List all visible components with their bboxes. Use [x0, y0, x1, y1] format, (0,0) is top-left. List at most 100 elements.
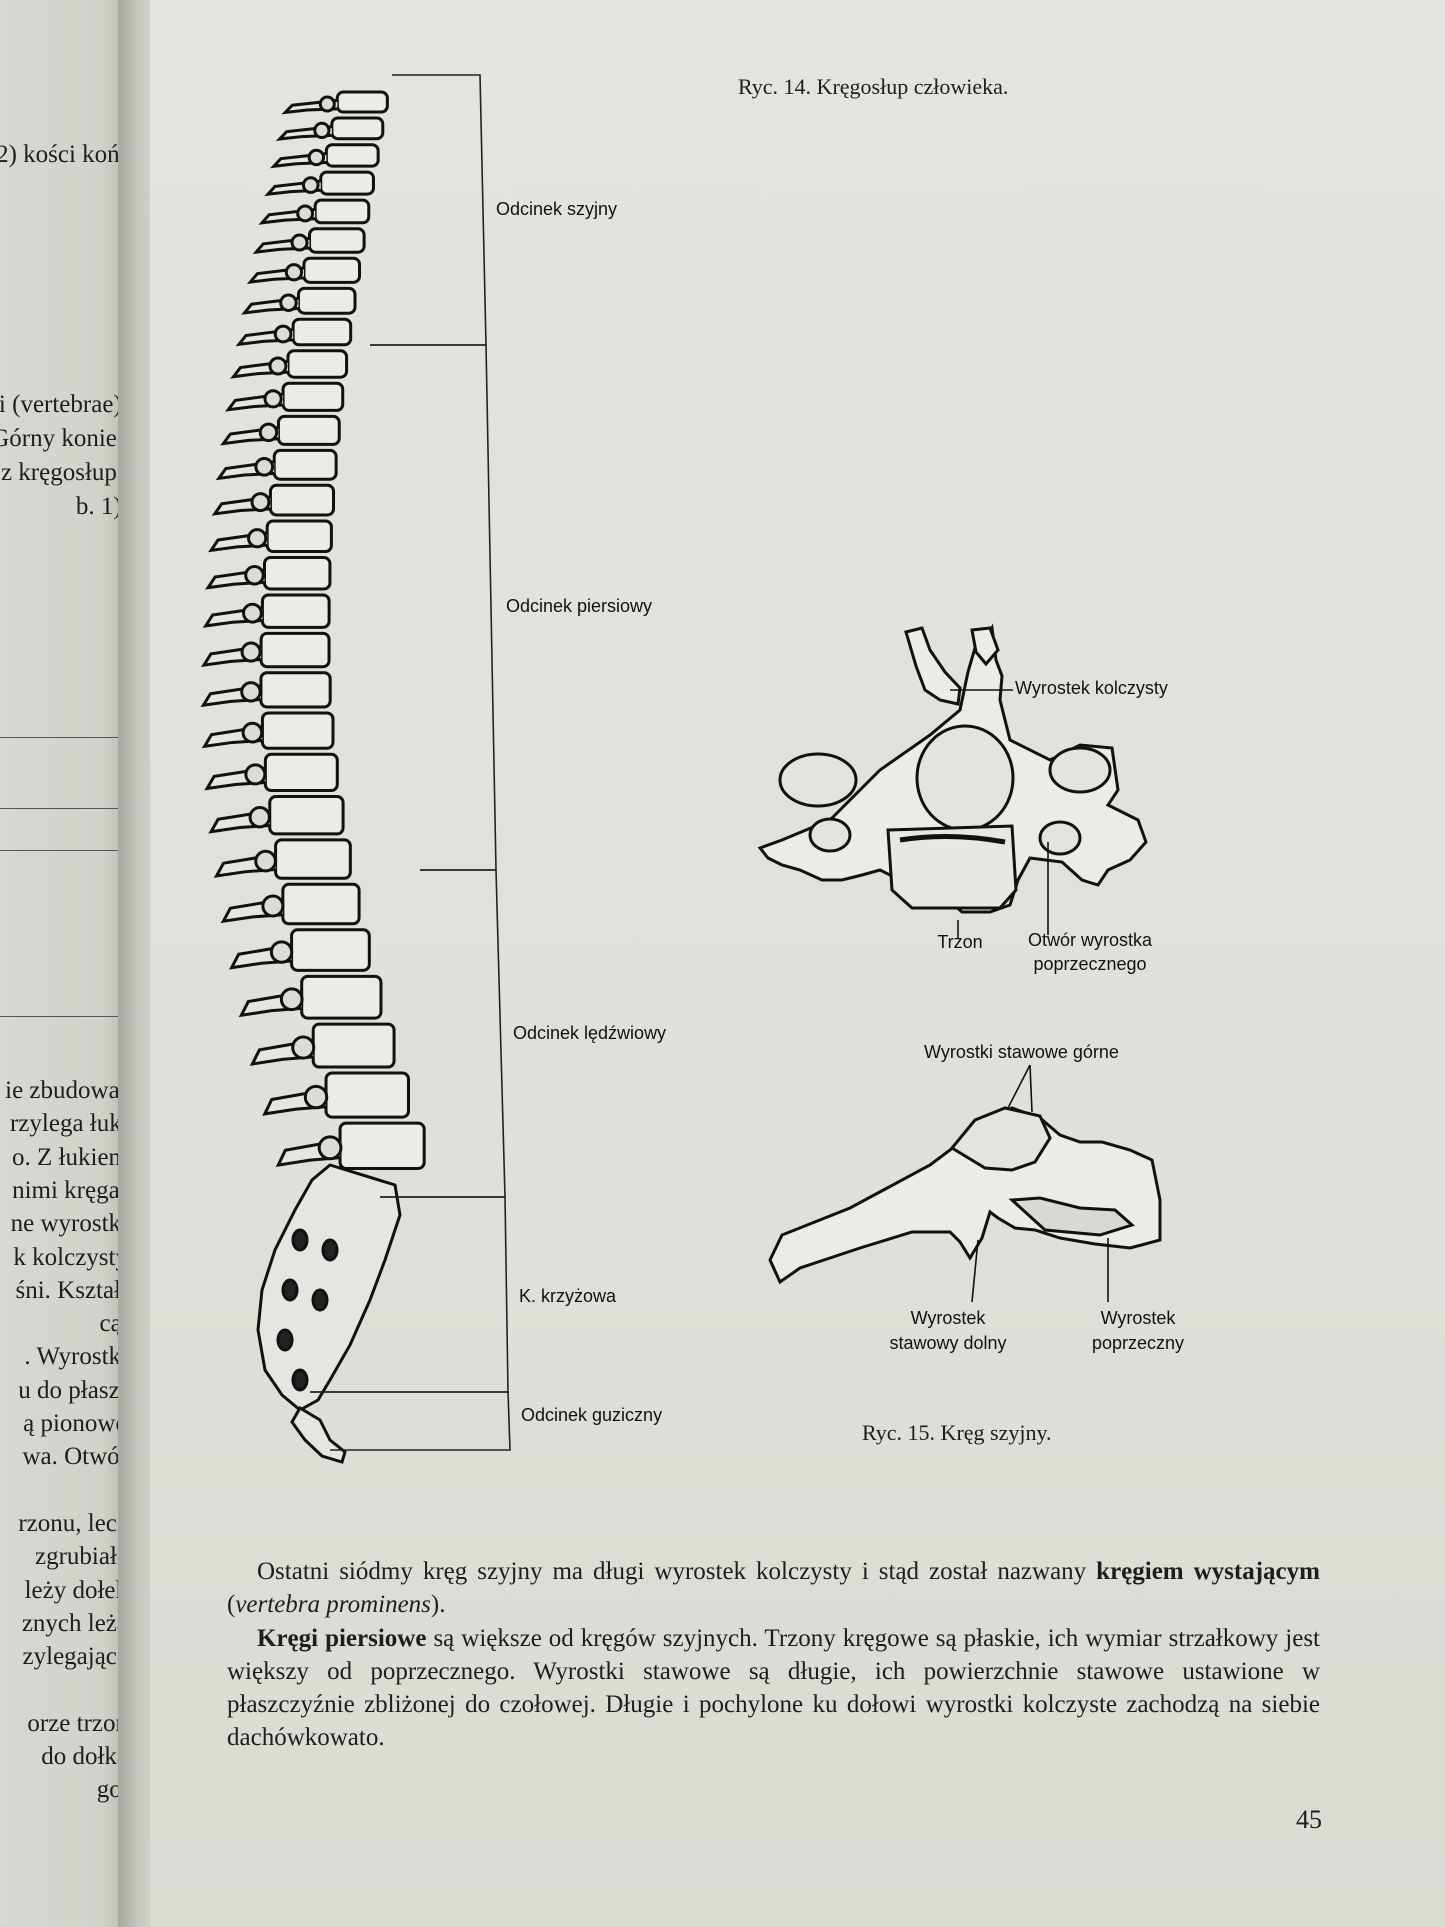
cervical-vertebra-top-view — [757, 623, 1148, 914]
left-page-line: k kolczysty — [13, 1243, 128, 1271]
vertebra-body — [319, 170, 375, 196]
paragraph-vertebra-prominens: Ostatni siódmy kręg szyjny ma długi wyro… — [227, 1555, 1320, 1621]
left-page-line: rzonu, lecz — [18, 1509, 128, 1537]
vertebra-body — [324, 1071, 410, 1119]
vertebra-facet — [240, 641, 262, 663]
vertebra-body — [300, 974, 383, 1020]
vertebra-body — [302, 256, 361, 284]
label-vertebral-body: Trzon — [937, 932, 983, 952]
vertebra-facet — [242, 602, 263, 624]
left-page-line: wa. Otwór — [22, 1443, 128, 1471]
left-page-line: orze trzon — [27, 1709, 128, 1737]
left-page-line: z kręgosłupa — [0, 459, 128, 486]
label-transverse-foramen-line2: poprzecznego — [1033, 954, 1147, 974]
left-page-line: zgrubiałe — [34, 1543, 128, 1571]
vertebra-body — [259, 671, 332, 709]
left-page-line: zylegające — [22, 1643, 128, 1671]
vertebra-facet — [318, 95, 336, 113]
label-transverse-line2: poprzeczny — [1091, 1333, 1185, 1353]
figure-14-caption: Ryc. 14. Kręgosłup człowieka. — [738, 74, 1009, 99]
left-page-line: . Wyrostki — [24, 1343, 128, 1371]
label-transverse-foramen-line1: Otwór wyrostka — [1027, 930, 1153, 950]
vertebra-facet — [263, 389, 283, 409]
vertebra-facet — [279, 293, 298, 313]
left-page-line: nimi kręga- — [12, 1176, 128, 1204]
vertebra-facet — [291, 1035, 316, 1060]
left-page-line: do dołka — [41, 1743, 128, 1770]
left-page-line: znych leżą — [21, 1609, 128, 1637]
paragraph-thoracic-vertebrae: Kręgi piersiowe są większe od kręgów szy… — [227, 1622, 1320, 1754]
label-inferior-articular-process: Wyrostek stawowy dolny — [873, 1306, 1023, 1356]
vertebra-facet — [317, 1135, 343, 1161]
vertebra-facet — [250, 492, 271, 513]
vertebra-body — [265, 519, 333, 554]
left-page-rule — [0, 1016, 126, 1017]
vertebra-facet — [247, 528, 268, 549]
label-inferior-line1: Wyrostek — [910, 1308, 986, 1328]
vertebra-facet — [279, 987, 304, 1012]
sacral-foramen — [321, 1238, 339, 1262]
term-vertebra-prominens-latin: vertebra prominens — [235, 1591, 431, 1618]
section-brackets — [310, 74, 511, 1451]
left-page-line: ne wyrostki — [10, 1210, 128, 1238]
vertebra-body — [330, 116, 385, 141]
label-sacral: K. krzyżowa — [519, 1286, 617, 1306]
vertebra-facet — [254, 849, 277, 873]
vertebra-body — [281, 882, 361, 926]
vertebra-body — [311, 1022, 396, 1069]
label-coccygeal: Odcinek guziczny — [521, 1405, 663, 1425]
sacral-foramen — [276, 1328, 294, 1352]
vertebra-body — [274, 838, 352, 880]
left-page-line: ą pionowo — [23, 1410, 128, 1437]
vertebra-body — [291, 317, 353, 347]
left-facing-page: 2) kości koń- i (vertebrae). Górny koniec… — [0, 0, 128, 1927]
vertebra-body — [268, 795, 345, 836]
term-thoracic-vertebrae: Kręgi piersiowe — [257, 1625, 427, 1652]
vertebra-facet — [248, 806, 271, 829]
vertebra-body — [259, 631, 331, 669]
label-superior-articular-processes: Wyrostki stawowe górne — [924, 1042, 1119, 1062]
vertebra-facet — [284, 263, 304, 282]
vertebra-facet — [258, 422, 279, 443]
vertebra-facet — [313, 121, 331, 139]
label-transverse-foramen: Otwór wyrostka poprzecznego — [1015, 928, 1165, 976]
figure-15-caption: Ryc. 15. Kręg szyjny. — [862, 1420, 1052, 1445]
cervical-vertebra-side-view — [768, 1106, 1162, 1285]
left-page-line: 2) kości koń- — [0, 141, 128, 168]
vertebra-body — [296, 286, 357, 315]
vertebra-body — [308, 227, 366, 254]
left-page-rule — [0, 808, 126, 809]
vertebra-body — [313, 198, 371, 225]
left-page-line: o. Z łukiem — [12, 1143, 128, 1171]
left-page-line: śni. Kształt — [15, 1276, 129, 1304]
vertebra-facet — [244, 564, 265, 586]
vertebra-facet — [303, 1084, 329, 1110]
label-lumbar: Odcinek lędźwiowy — [513, 1023, 667, 1043]
left-page-line: u do płasz- — [18, 1376, 128, 1404]
left-page-line: i (vertebrae). — [0, 391, 128, 418]
left-page-line: rzylega łuk, — [9, 1110, 128, 1138]
label-thoracic: Odcinek piersiowy — [506, 596, 653, 616]
vertebra-body — [338, 1121, 426, 1170]
coccyx — [290, 1405, 347, 1464]
vertebra-facet — [290, 233, 309, 252]
vertebra-body — [263, 752, 339, 793]
sacral-foramen — [281, 1278, 299, 1302]
vertebra-facet — [269, 940, 294, 964]
left-page-rule — [0, 737, 126, 738]
p1-paren-open: ( — [227, 1591, 236, 1618]
term-vertebra-prominens-pl: kręgiem wystającym — [1096, 1558, 1320, 1585]
vertebra-facet — [261, 894, 285, 918]
vertebra-facet — [273, 324, 293, 344]
vertebra-facet — [301, 176, 320, 194]
vertebra-facet — [244, 763, 267, 786]
vertebra-body — [272, 448, 338, 481]
vertebra-body — [260, 593, 331, 629]
left-page-line: Górny koniec — [0, 425, 128, 452]
annotation-lines — [950, 689, 1109, 1303]
vertebra-body — [260, 711, 335, 750]
sacral-foramen — [291, 1368, 309, 1392]
vertebra-body — [262, 556, 332, 591]
label-inferior-line2: stawowy dolny — [889, 1333, 1007, 1353]
